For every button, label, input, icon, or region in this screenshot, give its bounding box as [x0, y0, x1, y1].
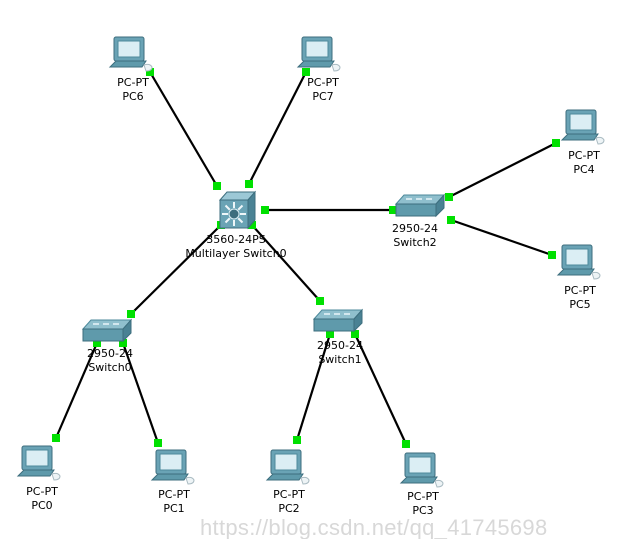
- pc-icon: [296, 36, 341, 72]
- pc-icon: [399, 452, 444, 488]
- device-name-label[interactable]: PC7: [312, 90, 333, 103]
- link-sw2-pc5[interactable]: [450, 218, 553, 257]
- device-model-label: PC-PT: [273, 488, 305, 501]
- link-mls0-sw1[interactable]: [251, 224, 321, 302]
- link-sw0-pc0[interactable]: [54, 342, 99, 439]
- switch-icon: [81, 318, 133, 343]
- device-name-label[interactable]: PC5: [569, 298, 590, 311]
- device-model-label: 2950-24: [392, 222, 438, 235]
- link-light-sw0: [119, 339, 127, 347]
- device-name-label[interactable]: PC0: [31, 499, 52, 512]
- link-light-pc5: [548, 251, 556, 259]
- link-light-mls0: [213, 182, 221, 190]
- link-sw1-pc2[interactable]: [295, 333, 332, 441]
- pc-icon: [108, 36, 153, 72]
- device-name-label[interactable]: PC2: [278, 502, 299, 515]
- pc-icon: [560, 109, 605, 145]
- device-model-label: PC-PT: [26, 485, 58, 498]
- device-name-label[interactable]: Switch2: [393, 236, 436, 249]
- switch-icon: [394, 193, 446, 218]
- pc-icon: [265, 449, 310, 485]
- device-name-label[interactable]: PC6: [122, 90, 143, 103]
- switch-icon: [312, 308, 364, 333]
- link-pc6-mls0[interactable]: [149, 71, 218, 187]
- link-light-pc1: [154, 439, 162, 447]
- device-model-label: PC-PT: [564, 284, 596, 297]
- link-light-pc6: [146, 68, 154, 76]
- link-sw1-pc3[interactable]: [354, 333, 407, 445]
- link-light-sw2: [447, 216, 455, 224]
- link-light-pc0: [52, 434, 60, 442]
- link-sw2-pc4[interactable]: [448, 142, 557, 198]
- watermark: https://blog.csdn.net/qq_41745698: [200, 515, 548, 539]
- link-light-sw1: [351, 330, 359, 338]
- link-pc7-mls0[interactable]: [248, 71, 307, 185]
- pc-icon: [16, 445, 61, 481]
- pc-icon: [556, 244, 601, 280]
- device-name-label[interactable]: Switch1: [318, 353, 361, 366]
- link-light-mls0: [245, 180, 253, 188]
- device-name-label[interactable]: PC1: [163, 502, 184, 515]
- device-model-label: PC-PT: [307, 76, 339, 89]
- link-light-pc3: [402, 440, 410, 448]
- link-light-sw0: [93, 339, 101, 347]
- link-light-pc4: [552, 139, 560, 147]
- link-light-sw2: [445, 193, 453, 201]
- device-model-label: PC-PT: [117, 76, 149, 89]
- link-status-lights: [52, 68, 560, 448]
- device-model-label: 2950-24: [87, 347, 133, 360]
- device-model-label: PC-PT: [407, 490, 439, 503]
- link-light-pc7: [302, 68, 310, 76]
- device-name-label[interactable]: PC4: [573, 163, 594, 176]
- pc-icon: [150, 449, 195, 485]
- device-model-label: 3560-24PS: [206, 233, 266, 246]
- device-name-label[interactable]: Multilayer Switch0: [185, 247, 286, 260]
- link-light-pc2: [293, 436, 301, 444]
- link-light-sw0: [127, 310, 135, 318]
- device-model-label: 2950-24: [317, 339, 363, 352]
- link-sw0-pc1[interactable]: [121, 342, 160, 444]
- device-model-label: PC-PT: [568, 149, 600, 162]
- device-model-label: PC-PT: [158, 488, 190, 501]
- link-light-sw2: [389, 206, 397, 214]
- device-name-label[interactable]: PC3: [412, 504, 433, 517]
- link-light-sw1: [316, 297, 324, 305]
- link-light-mls0: [248, 221, 256, 229]
- device-name-label[interactable]: Switch0: [88, 361, 131, 374]
- link-light-sw1: [326, 330, 334, 338]
- link-mls0-sw0[interactable]: [130, 224, 222, 315]
- link-light-mls0: [261, 206, 269, 214]
- links: [54, 71, 557, 445]
- multilayer-switch-icon: [218, 190, 257, 230]
